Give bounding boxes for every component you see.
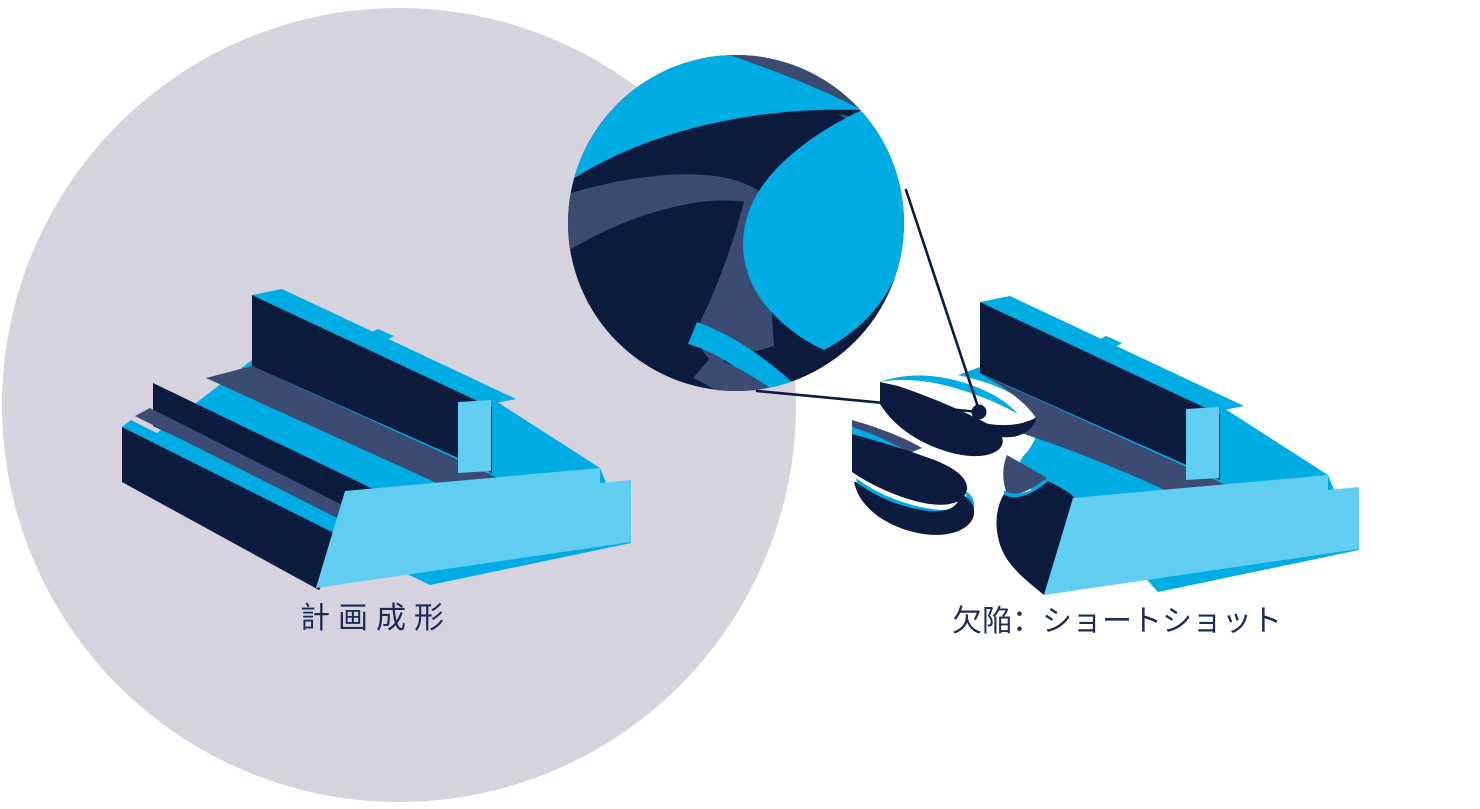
- callout-line-upper: [904, 188, 981, 412]
- stub-top-strip: [880, 375, 1018, 414]
- base-front-face: [316, 468, 631, 588]
- defect-point-dot: [971, 404, 987, 420]
- callout-line-lower: [755, 389, 981, 414]
- label-planned: 計画成形: [300, 602, 452, 635]
- tall-wall-top-face: [252, 289, 516, 405]
- melt-front-wedge: [996, 455, 1074, 595]
- cross-rib-post: [458, 400, 491, 473]
- magnified-base-shadow: [693, 356, 812, 391]
- wedge-top-face: [1003, 455, 1047, 495]
- stub-front-face: [852, 434, 968, 505]
- tall-wall-top-face: [980, 296, 1244, 412]
- magnified-edge-highlight: [688, 322, 792, 391]
- floor-shadow-band: [135, 408, 376, 530]
- melt-front-crescent: [930, 411, 1037, 438]
- wall-top-notch: [364, 329, 394, 344]
- tall-wall-front-face: [980, 302, 1220, 480]
- wedge-front-face: [996, 481, 1074, 595]
- tall-wall-front-face: [252, 295, 492, 473]
- callout: [755, 188, 987, 420]
- stub-shadow-band: [852, 420, 922, 455]
- melt-front-stub-middle: [880, 375, 1037, 457]
- stub-base-blob: [854, 482, 975, 535]
- zoom-detail-circle: [568, 55, 904, 391]
- planned-part-illustration: [122, 289, 631, 590]
- magnified-shadow-band: [568, 174, 779, 256]
- base-front-face: [1044, 475, 1359, 595]
- wall-shadow-band-shortshot: [975, 371, 1226, 497]
- magnified-flow-blob: [743, 110, 904, 350]
- label-defect: 欠陥：ショートショット: [952, 605, 1282, 638]
- wall-shadow-band: [206, 366, 498, 490]
- front-rib-top-strip: [122, 420, 357, 541]
- melt-front-stub-front: [852, 420, 975, 535]
- defect-part-illustration: [852, 296, 1359, 595]
- front-rib-front-face: [122, 427, 348, 590]
- cross-rib-post: [1186, 407, 1219, 480]
- wall-top-notch: [1092, 336, 1122, 351]
